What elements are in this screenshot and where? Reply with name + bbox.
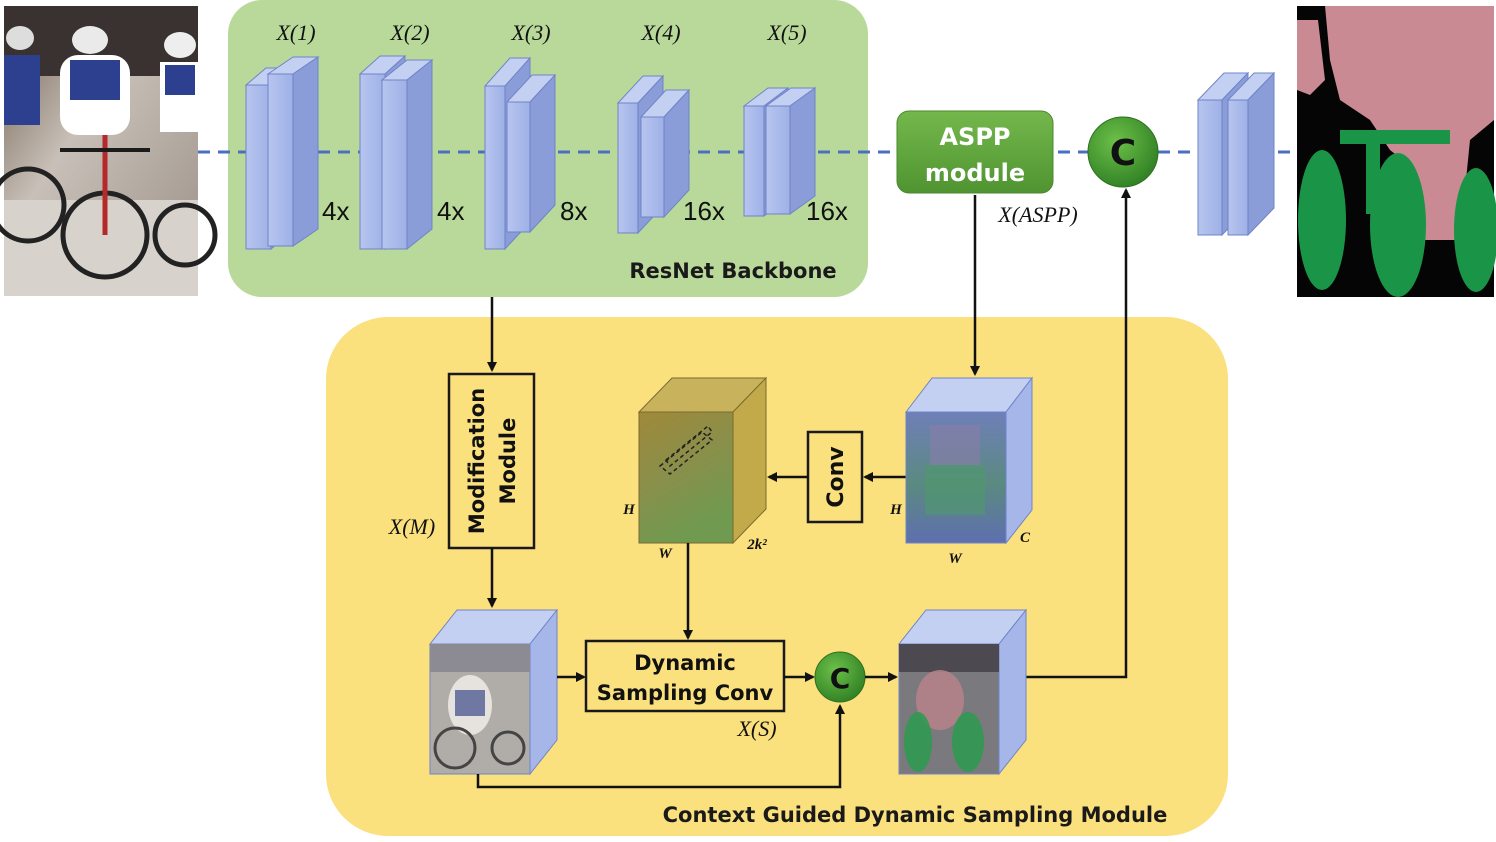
backbone-stage-2-block (358, 54, 434, 251)
concat-node-top (1087, 116, 1159, 188)
feature-cube-h: H (889, 502, 903, 518)
aspp-output-label: X(ASPP) (997, 202, 1077, 227)
offset-cube-w: W (658, 546, 673, 562)
dynamic-output-label: X(S) (736, 716, 776, 741)
arrow-skip-to-concat (476, 704, 845, 789)
stage-2-label: X(2) (389, 20, 429, 45)
backbone-stage-3-block (483, 56, 557, 251)
aspp-label-line1: ASPP (939, 123, 1010, 151)
aspp-module-box (896, 110, 1054, 194)
stage-5-label: X(5) (766, 20, 806, 45)
stage-2-scale: 4x (437, 196, 464, 226)
backbone-stage-1-block (244, 56, 320, 251)
modification-label-line2: Module (496, 418, 520, 505)
modified-feature-cube (428, 608, 559, 776)
output-segmentation (1297, 6, 1496, 297)
offset-cube-h: H (622, 502, 636, 518)
module-label: Context Guided Dynamic Sampling Module (663, 803, 1168, 827)
offset-cube (637, 376, 768, 545)
modification-label-line1: Modification (465, 388, 489, 534)
stage-5-scale: 16x (806, 196, 848, 226)
feature-cube-w: W (948, 551, 963, 567)
backbone-stage-4-block (616, 74, 691, 235)
decoder-block (1196, 71, 1276, 237)
dynamic-label-line2: Sampling Conv (597, 681, 774, 705)
stage-1-label: X(1) (275, 20, 315, 45)
fused-output-cube (897, 608, 1028, 776)
aspp-feature-cube (904, 376, 1034, 545)
stage-4-scale: 16x (683, 196, 725, 226)
aspp-label-line2: module (925, 159, 1025, 187)
offset-cube-c: 2k² (746, 537, 767, 553)
dynamic-sampling-conv-box (584, 639, 786, 713)
modification-output-label: X(M) (388, 514, 435, 539)
dynamic-label-line1: Dynamic (634, 651, 736, 675)
input-image (0, 6, 218, 296)
stage-3-label: X(3) (510, 20, 550, 45)
concat-symbol-bottom: C (830, 662, 851, 695)
stage-1-scale: 4x (322, 196, 349, 226)
arrow-output-to-concat (1026, 188, 1131, 679)
backbone-stage-5-block (742, 87, 817, 217)
modification-module-box (447, 372, 536, 550)
concat-symbol-top: C (1110, 133, 1136, 174)
backbone-label: ResNet Backbone (629, 259, 836, 283)
stage-3-scale: 8x (560, 196, 587, 226)
conv-label: Conv (824, 446, 849, 508)
stage-4-label: X(4) (640, 20, 680, 45)
feature-cube-c: C (1020, 530, 1031, 546)
